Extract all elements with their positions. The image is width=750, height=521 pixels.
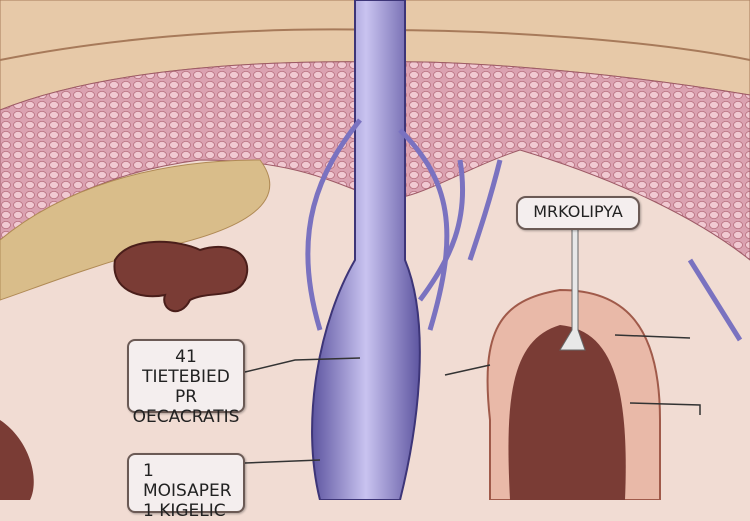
cavity-right [508,325,626,500]
cavity-left [113,240,249,313]
label-left-upper: 41 TIETEBIED PR OECACRATIS [127,339,245,427]
label-line: 1 KIGELIC [143,501,226,521]
label-line: PR [174,387,198,407]
label-left-lower: 1 MOISAPER 1 KIGELIC [127,453,245,521]
label-line: OECACRATIS [132,407,240,427]
main-vessel [311,0,421,500]
fat-layer [0,159,271,301]
label-right-top: MRKOLIPYA [516,196,640,230]
anatomical-illustration [0,0,750,500]
leader-lines [244,334,701,464]
branch-vessels [305,118,743,342]
label-line: 41 TIETEBIED [142,347,230,387]
label-line: 1 MOISAPER [143,461,232,501]
cavity-bottom-left [0,420,34,500]
label-line: MRKOLIPYA [533,202,623,221]
